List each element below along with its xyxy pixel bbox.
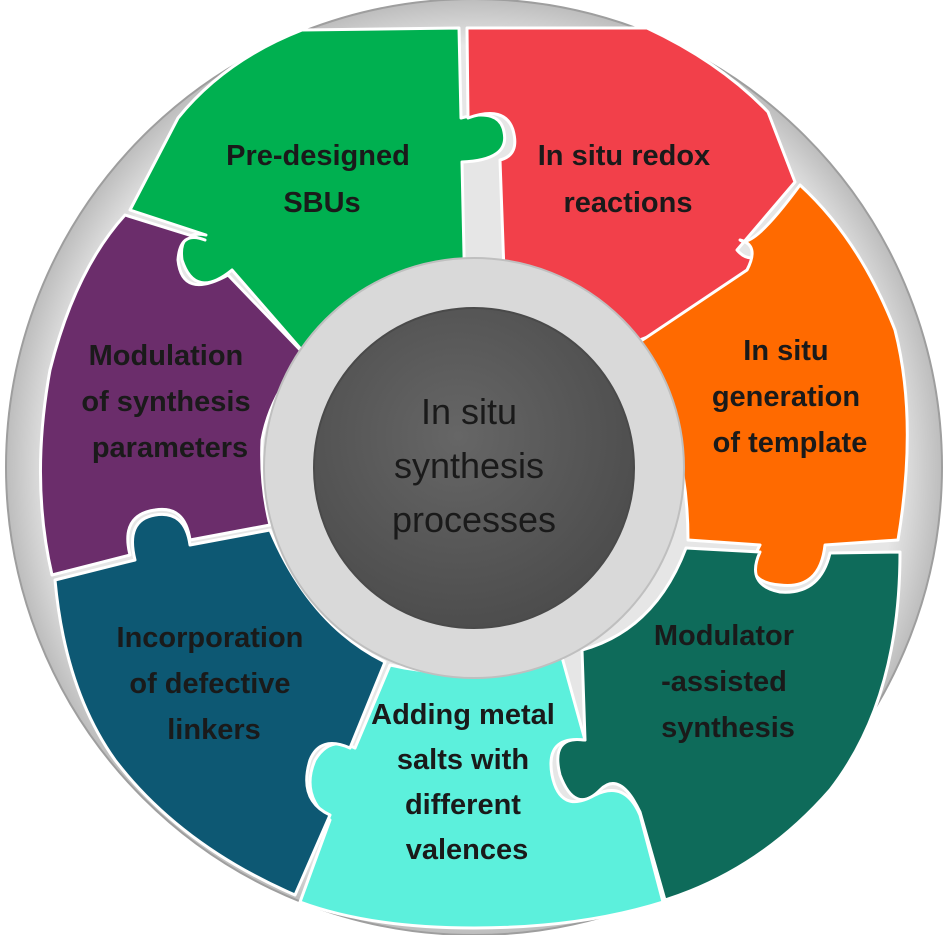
center-label-line: In situ — [421, 391, 517, 432]
label-adding-metal-salts: Adding metal salts with different valenc… — [371, 699, 563, 866]
label-line: In situ redox — [538, 140, 710, 172]
label-line: valences — [406, 834, 529, 866]
segment-incorporation-of-defective-linkers — [53, 512, 387, 897]
center-disc — [313, 307, 635, 629]
label-line: Incorporation — [117, 622, 304, 654]
center-label-line: synthesis — [394, 445, 544, 486]
label-line: different — [405, 789, 521, 821]
label-line: reactions — [564, 187, 693, 219]
label-in-situ-redox-reactions: In situ redox reactions — [538, 140, 718, 219]
label-in-situ-generation-of-template: In situ generation of template — [712, 335, 868, 459]
label-line: Modulator — [654, 620, 794, 652]
label-incorporation-of-defective-linkers: Incorporation of defective linkers — [117, 622, 312, 746]
label-line: In situ — [743, 335, 828, 367]
label-line: -assisted — [661, 666, 787, 698]
label-line: of template — [713, 427, 868, 459]
label-modulator-assisted-synthesis: Modulator -assisted synthesis — [654, 620, 802, 744]
label-line: Modulation — [89, 340, 244, 372]
label-line: linkers — [167, 714, 261, 746]
label-line: of synthesis — [81, 386, 250, 418]
label-line: salts with — [397, 744, 529, 776]
label-line: synthesis — [661, 712, 795, 744]
segments — [38, 26, 909, 930]
center-label-line: processes — [392, 499, 556, 540]
label-line: of defective — [129, 668, 290, 700]
label-line: generation — [712, 381, 860, 413]
label-line: SBUs — [283, 187, 360, 219]
label-modulation-of-synthesis-parameters: Modulation of synthesis parameters — [81, 340, 258, 464]
label-line: Adding metal — [371, 699, 555, 731]
segment-modulation-of-synthesis-parameters — [38, 213, 307, 577]
label-line: Pre-designed — [226, 140, 410, 172]
segment-in-situ-generation-of-template — [633, 183, 909, 587]
center-label: In situ synthesis processes — [392, 391, 556, 540]
label-pre-designed-sbus: Pre-designed SBUs — [226, 140, 418, 219]
segment-adding-metal-salts — [298, 648, 665, 930]
label-line: parameters — [92, 432, 248, 464]
